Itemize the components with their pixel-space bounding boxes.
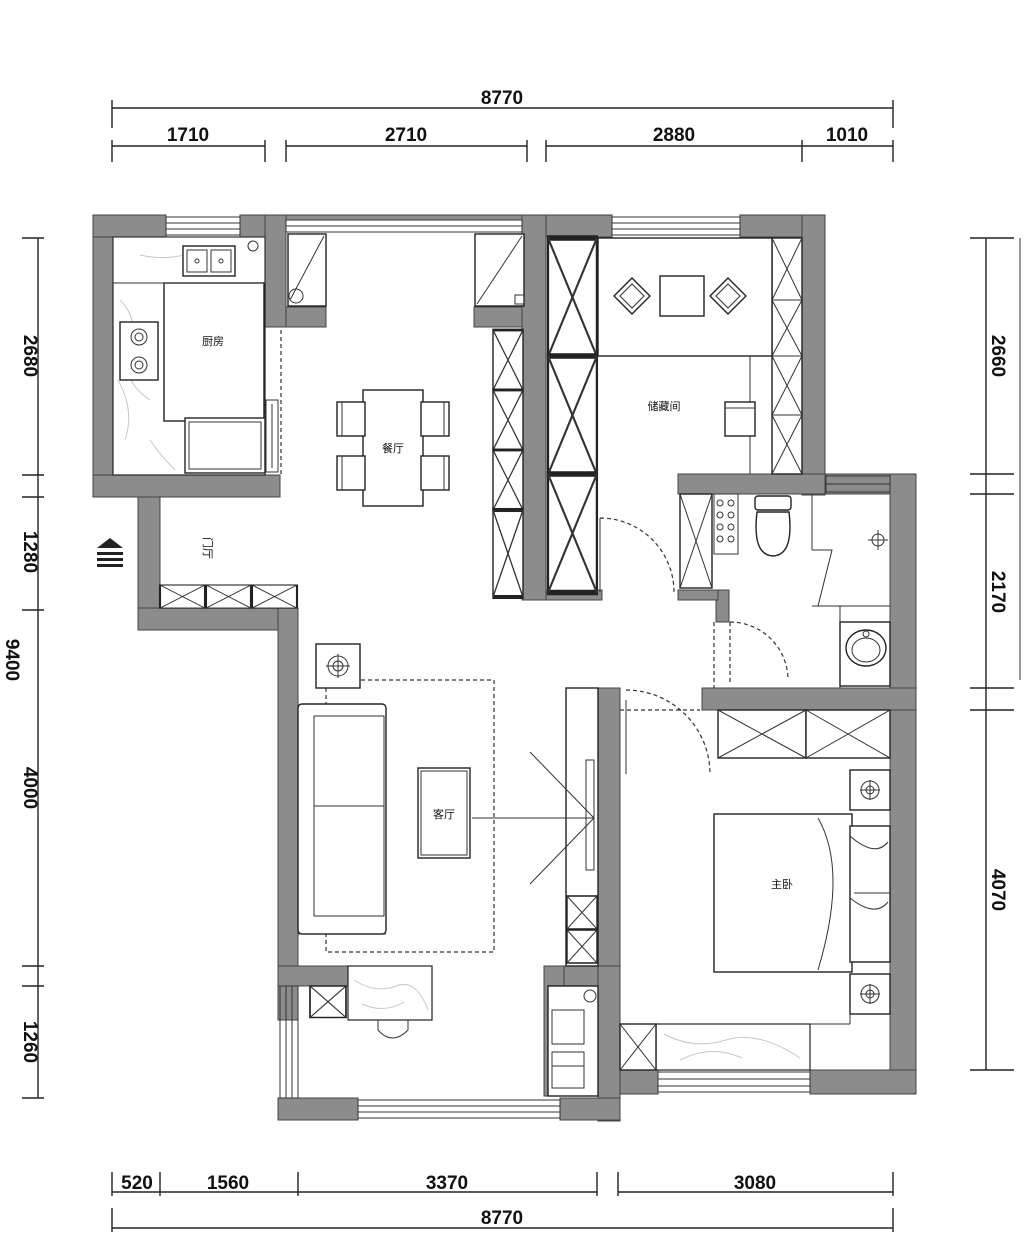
sofa	[297, 703, 387, 935]
dim-top-seg-1: 1710	[167, 125, 209, 146]
lamp-icon	[315, 643, 361, 689]
lamp-icon	[849, 769, 891, 811]
dining-storage-cabinet	[493, 328, 523, 597]
lamp-icon	[849, 973, 891, 1015]
bathroom	[679, 493, 891, 688]
entry-area: 门厅	[97, 537, 299, 610]
balcony	[309, 965, 599, 1097]
dimension-bottom: 520 1560 3370 3080 8770	[111, 1172, 894, 1232]
dim-bottom-seg-3: 3370	[426, 1173, 468, 1194]
dim-bottom-seg-2: 1560	[207, 1173, 249, 1194]
dim-left-seg-2: 1280	[19, 531, 40, 573]
room-label-study: 储藏间	[648, 399, 681, 413]
entrance-arrow-icon	[97, 538, 123, 567]
dim-bottom-seg-4: 3080	[734, 1173, 776, 1194]
study-room: 储藏间	[548, 238, 803, 593]
stove-burner-icon	[119, 321, 159, 381]
entry-shoe-cabinet	[158, 583, 299, 610]
dim-right-seg-2: 2170	[987, 571, 1008, 613]
bed	[713, 813, 891, 973]
kitchen: 厨房	[112, 236, 282, 476]
toilet-icon	[754, 495, 792, 557]
room-label-kitchen: 厨房	[202, 335, 224, 348]
dim-left-seg-1: 2680	[19, 335, 40, 377]
dimension-left: 2680 1280 9400 4000 1260	[1, 237, 44, 1099]
master-bedroom: 主卧	[619, 689, 891, 1071]
dim-right-seg-1: 2660	[987, 335, 1008, 377]
bath-sink-icon	[845, 629, 887, 667]
dim-right-seg-3: 4070	[987, 869, 1008, 911]
shower-icon	[868, 530, 888, 550]
room-label-dining: 餐厅	[382, 441, 404, 455]
dim-top-seg-3: 2880	[653, 125, 695, 146]
dining-area: 餐厅	[287, 233, 524, 597]
dimension-top: 8770 1710 2710 2880 1010	[111, 88, 894, 162]
windows	[165, 216, 891, 1119]
living-room: 客厅	[297, 643, 599, 967]
room-label-living: 客厅	[433, 807, 455, 821]
study-wardrobe	[548, 238, 597, 593]
dim-bottom-seg-1: 520	[121, 1173, 153, 1194]
dim-bottom-total: 8770	[481, 1208, 523, 1229]
dimension-right: 2660 2170 4070	[970, 237, 1021, 1071]
room-label-master-bedroom: 主卧	[771, 878, 793, 891]
room-label-entry: 门厅	[201, 537, 215, 559]
dim-left-overall: 9400	[1, 639, 22, 681]
dim-left-seg-4: 1260	[19, 1021, 40, 1063]
dim-top-seg-2: 2710	[385, 125, 427, 146]
bedroom-wardrobe	[717, 709, 891, 759]
tv-cabinet	[565, 687, 599, 967]
dim-top-seg-4: 1010	[826, 125, 868, 146]
dim-top-total: 8770	[481, 88, 523, 109]
sink-icon	[182, 240, 259, 277]
walls	[92, 214, 917, 1122]
dining-chairs	[336, 401, 450, 491]
dim-left-seg-3: 4000	[19, 767, 40, 809]
